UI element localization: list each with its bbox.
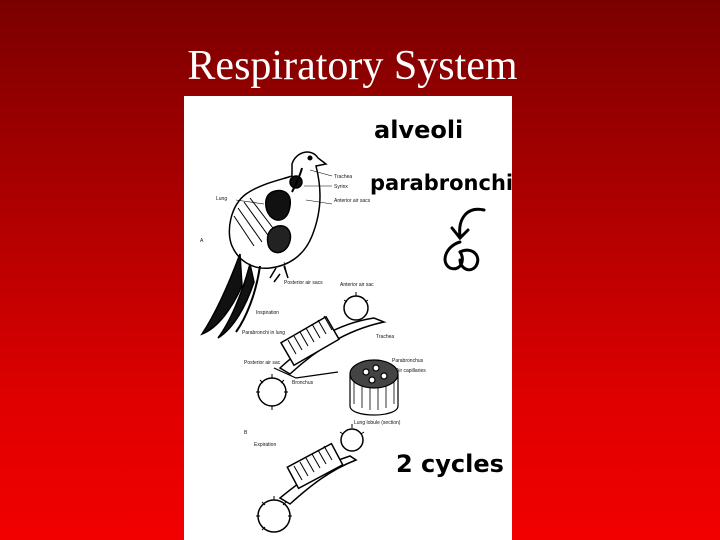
- label-air-capillaries: Air capillaries: [396, 368, 426, 374]
- label-expiration: Expiration: [254, 442, 276, 448]
- label-lung-lobule: Lung lobule (section): [354, 420, 401, 426]
- slide-title: Respiratory System: [187, 43, 518, 89]
- label-bronchus: Bronchus: [292, 380, 314, 386]
- label-leaders: [235, 169, 333, 279]
- label-lung: Lung: [216, 196, 227, 202]
- label-trachea-2: Trachea: [376, 334, 394, 340]
- label-parabronchi-in-lung: Parabronchi in lung: [242, 330, 285, 336]
- inspiration-schematic: [256, 292, 387, 410]
- label-syrinx: Syrinx: [334, 184, 348, 190]
- lung-lobule-illustration: [349, 359, 399, 416]
- label-trachea: Trachea: [334, 174, 352, 180]
- handwritten-2-cycles: 2 cycles: [396, 450, 504, 478]
- expiration-schematic: [256, 424, 365, 533]
- label-panel-a: A: [200, 238, 204, 244]
- label-inspiration: Inspiration: [256, 310, 279, 316]
- label-posterior-air-sac: Posterior air sac: [244, 360, 281, 366]
- label-anterior-air-sac: Anterior air sac: [340, 282, 374, 288]
- label-posterior-air-sacs: Posterior air sacs: [284, 280, 323, 286]
- label-anterior-air-sacs: Anterior air sacs: [334, 198, 371, 204]
- handwritten-alveoli: alveoli: [374, 116, 463, 144]
- label-panel-b: B: [244, 430, 248, 436]
- handwritten-parabronchi: parabronchi: [370, 171, 512, 195]
- handwritten-arrow-doodle: [443, 207, 486, 272]
- label-parabronchus: Parabronchus: [392, 358, 424, 364]
- bird-respiratory-figure: Trachea Syrinx Anterior air sacs Lung A …: [184, 96, 512, 540]
- bird-illustration: [200, 151, 328, 339]
- figure-drawing: Trachea Syrinx Anterior air sacs Lung A …: [200, 116, 512, 533]
